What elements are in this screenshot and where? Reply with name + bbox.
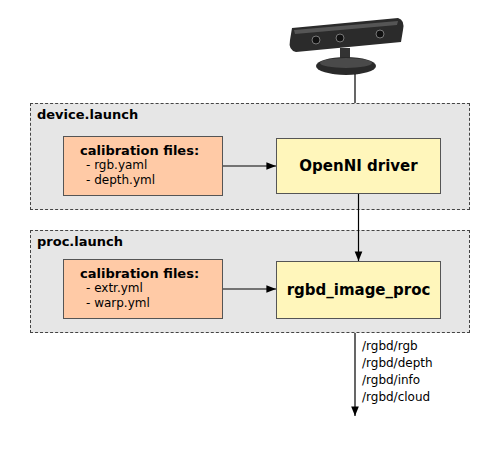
node-heading: OpenNI driver [299, 157, 417, 175]
flow-arrow [223, 165, 276, 166]
node-text: - depth.yml [80, 173, 222, 188]
sensor-body [290, 18, 404, 52]
node-heading: calibration files: [80, 143, 222, 158]
sensor-lens [336, 34, 344, 42]
process-box: rgbd_image_proc [276, 261, 441, 319]
node-text: - extr.yml [80, 281, 222, 296]
sensor-base [316, 57, 376, 75]
topic-name: /rgbd/info [362, 372, 420, 389]
sensor-base-top [320, 58, 372, 68]
node-text: - rgb.yaml [80, 158, 222, 173]
node-heading: calibration files: [80, 266, 222, 281]
calibration-box: calibration files:- extr.yml- warp.yml [63, 259, 223, 319]
flow-arrow [223, 288, 276, 289]
flow-arrow [358, 194, 359, 261]
sensor-lens [312, 36, 320, 44]
topic-name: /rgbd/cloud [362, 389, 430, 406]
sensor-lens [376, 30, 384, 38]
launch-group: proc.launch calibration files:- extr.yml-… [30, 230, 470, 333]
node-heading: proc.launch [37, 234, 123, 249]
topic-name: /rgbd/depth [362, 355, 433, 372]
node-text: - warp.yml [80, 296, 222, 311]
process-box: OpenNI driver [276, 138, 441, 194]
topic-name: /rgbd/rgb [362, 338, 418, 355]
node-heading: device.launch [37, 107, 138, 122]
launch-group: device.launch calibration files:- rgb.yam… [30, 103, 470, 210]
node-heading: rgbd_image_proc [287, 281, 431, 299]
kinect-sensor [290, 18, 404, 75]
calibration-box: calibration files:- rgb.yaml- depth.yml [63, 136, 223, 196]
